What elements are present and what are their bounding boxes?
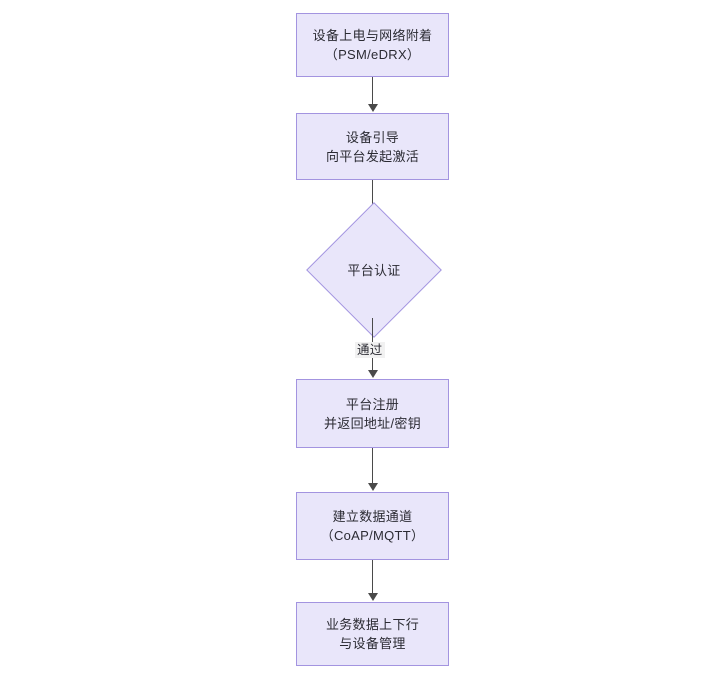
arrow-head-icon-n3-n4	[367, 370, 378, 378]
flow-node-device-bootstrap-line-1: 设备引导	[345, 129, 400, 145]
flow-node-business-data[interactable]: 业务数据上下行 与设备管理	[296, 602, 449, 666]
arrow-head-icon-n4-n5	[367, 483, 378, 491]
flow-edge-label-pass: 通过	[355, 342, 385, 358]
arrow-head-icon-n5-n6	[367, 593, 378, 601]
flow-node-platform-register-line-2: 并返回地址/密钥	[323, 415, 421, 431]
flow-node-device-bootstrap[interactable]: 设备引导 向平台发起激活	[296, 113, 449, 180]
flow-node-data-channel[interactable]: 建立数据通道 （CoAP/MQTT）	[296, 492, 449, 560]
flow-node-business-data-line-1: 业务数据上下行	[325, 617, 420, 632]
flow-node-platform-auth-label: 平台认证	[347, 262, 401, 278]
flow-node-platform-register-line-1: 平台注册	[345, 396, 400, 412]
flow-node-power-on-line-1: 设备上电与网络附着	[312, 28, 433, 43]
flow-edge-n5-n6	[371, 560, 374, 594]
flow-edge-n1-n2	[371, 77, 374, 105]
flow-node-platform-auth-decision[interactable]: 平台认证	[306, 202, 442, 338]
flow-node-data-channel-line-2: （CoAP/MQTT）	[320, 528, 425, 543]
flow-node-business-data-line-2: 与设备管理	[339, 636, 406, 651]
flow-node-data-channel-line-1: 建立数据通道	[332, 509, 413, 524]
flow-node-platform-register[interactable]: 平台注册 并返回地址/密钥	[296, 379, 449, 448]
flow-edge-n2-n3	[371, 180, 374, 214]
flow-node-device-bootstrap-line-2: 向平台发起激活	[325, 148, 420, 164]
flow-node-power-on[interactable]: 设备上电与网络附着 （PSM/eDRX）	[296, 13, 449, 77]
arrow-head-icon-n1-n2	[367, 104, 378, 112]
flow-edge-n4-n5	[371, 448, 374, 484]
flow-node-power-on-line-2: （PSM/eDRX）	[324, 47, 421, 62]
